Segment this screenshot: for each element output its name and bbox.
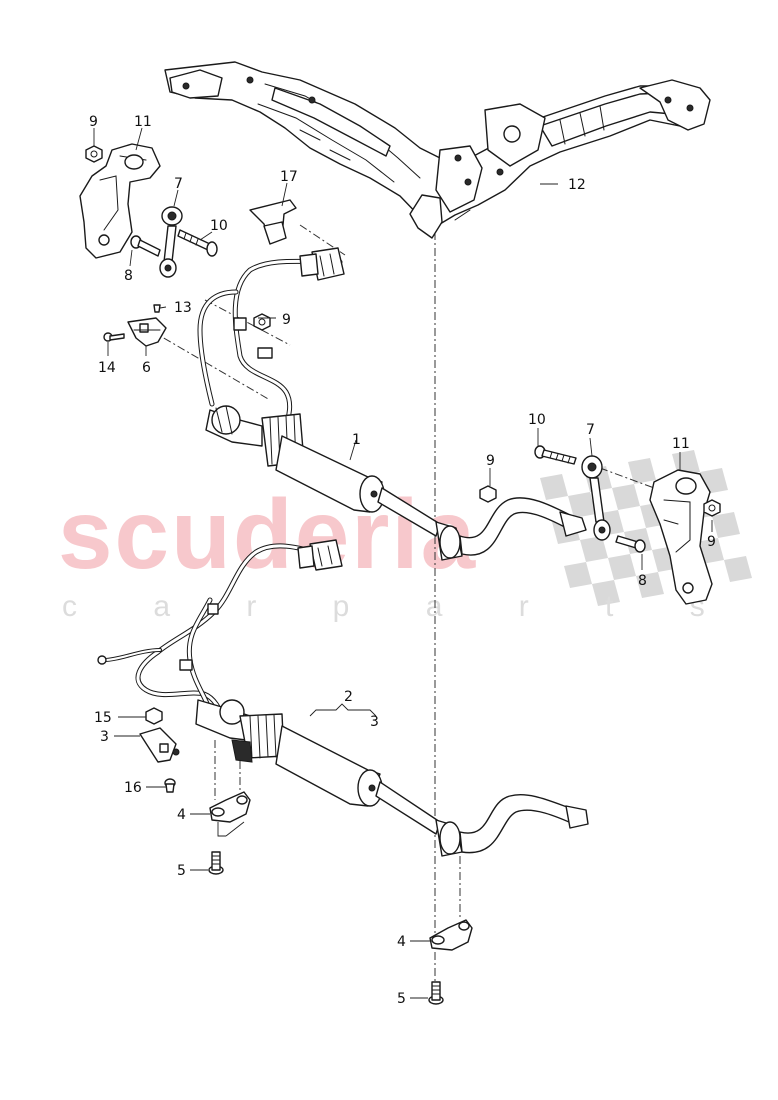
left-bolt-long xyxy=(177,229,218,257)
right-mounting-bracket xyxy=(649,469,713,605)
callout-9-mid: 9 xyxy=(282,312,291,328)
left-bolt-short xyxy=(130,235,161,257)
watermark: scuderia c a r p a r t s xyxy=(58,450,752,623)
flag-square xyxy=(712,512,740,538)
leader-lines xyxy=(93,127,713,999)
callout-4-lower: 4 xyxy=(397,934,406,950)
callout-12: 12 xyxy=(568,177,586,193)
callout-6: 6 xyxy=(142,360,151,376)
flag-square xyxy=(568,492,596,518)
wiring-clip-bracket xyxy=(249,199,297,245)
left-coupling-rod xyxy=(159,206,183,278)
flag-square xyxy=(540,474,568,500)
callout-1: 1 xyxy=(352,432,361,448)
callout-2: 2 xyxy=(344,689,353,705)
callout-8-left: 8 xyxy=(124,268,133,284)
flag-square xyxy=(580,536,608,562)
stabilizer-actuator-upper xyxy=(205,405,587,561)
callout-10-right: 10 xyxy=(528,412,546,428)
flag-square xyxy=(636,572,664,598)
front-subframe xyxy=(164,61,711,239)
flag-square xyxy=(628,458,656,484)
nut-centre xyxy=(479,485,497,503)
watermark-tagline: c a r p a r t s xyxy=(62,590,739,623)
lower-wiring-harness xyxy=(97,539,343,739)
connector-axis-line xyxy=(299,224,346,256)
callout-17: 17 xyxy=(280,169,298,185)
callout-16: 16 xyxy=(124,780,142,796)
flag-square xyxy=(724,556,752,582)
callout-5-lower: 5 xyxy=(397,991,406,1007)
nut-mid xyxy=(253,313,271,331)
stabilizer-actuator-lower xyxy=(195,699,589,857)
upper-wiring-harness xyxy=(197,247,345,429)
screw-16 xyxy=(164,778,176,793)
callout-15: 15 xyxy=(94,710,112,726)
flag-square xyxy=(612,484,640,510)
callout-9-centre: 9 xyxy=(486,453,495,469)
callout-11-left: 11 xyxy=(134,114,152,130)
callout-labels: 9 11 7 10 8 17 13 9 14 6 1 12 9 10 7 11 … xyxy=(89,114,716,1007)
bracket-axis-line xyxy=(149,329,271,401)
nut-right xyxy=(703,499,721,517)
right-bolt-short xyxy=(615,535,646,553)
sensor-axis-line xyxy=(204,299,291,346)
callout-3-left: 3 xyxy=(100,729,109,745)
callout-3-top: 3 xyxy=(370,714,379,730)
nut-top-left xyxy=(85,145,103,163)
callout-14: 14 xyxy=(98,360,116,376)
callout-9-top-left: 9 xyxy=(89,114,98,130)
screw-14 xyxy=(103,332,125,342)
bolt-upper xyxy=(208,851,224,875)
flag-square xyxy=(608,554,636,580)
harness-bracket-3 xyxy=(139,727,180,763)
nut-15 xyxy=(145,707,163,725)
right-coupling-rod xyxy=(581,455,611,541)
callout-8-right: 8 xyxy=(638,573,647,589)
bolt-lower xyxy=(428,981,444,1005)
clamp-upper xyxy=(209,791,251,823)
clamp-lower xyxy=(429,919,473,951)
callout-11-right: 11 xyxy=(672,436,690,452)
small-screw-13 xyxy=(153,304,161,313)
flag-square xyxy=(564,562,592,588)
left-mounting-bracket xyxy=(79,143,161,259)
callout-10-left: 10 xyxy=(210,218,228,234)
callout-13: 13 xyxy=(174,300,192,316)
callout-5-upper: 5 xyxy=(177,863,186,879)
callout-9-right: 9 xyxy=(707,534,716,550)
sensor-bracket-6 xyxy=(127,317,167,347)
callout-4-upper: 4 xyxy=(177,807,186,823)
callout-7-right: 7 xyxy=(586,422,595,438)
right-link-axis-line xyxy=(599,467,666,493)
watermark-brand: scuderia xyxy=(58,479,477,589)
callout-7-left: 7 xyxy=(174,176,183,192)
flag-square xyxy=(592,580,620,606)
right-bolt-long xyxy=(534,445,577,465)
